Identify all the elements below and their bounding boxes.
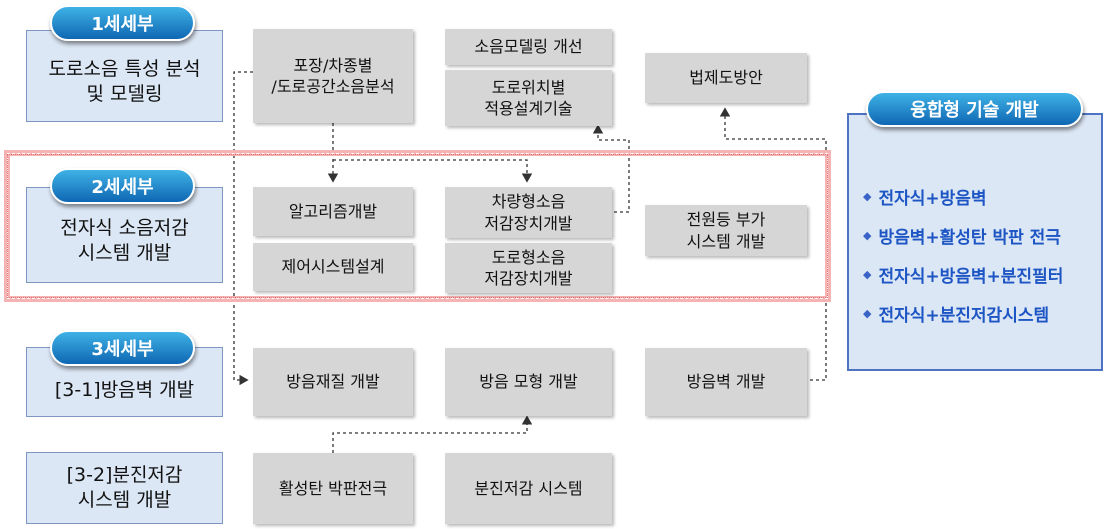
- fusion-tech-panel: ◆ 전자식+방음벽 ◆ 방음벽+활성탄 박판 전극 ◆ 전자식+방음벽+분진필터 ◆ 전…: [847, 113, 1103, 371]
- arrow-vehicle-to-location: [592, 124, 630, 213]
- task-carbon-label: 활성탄 박판전극: [278, 478, 388, 498]
- task-noise-model-label: 소음모델링 개선: [474, 37, 583, 57]
- arrow-pavement-to-vehicle: [333, 159, 533, 183]
- task-vehicle-noise-device: 차량형소음 저감장치개발: [445, 187, 612, 238]
- diamond-bullet-icon: ◆: [863, 307, 872, 320]
- task-dust-label: 분진저감 시스템: [474, 478, 583, 498]
- fusion-list: ◆ 전자식+방음벽 ◆ 방음벽+활성탄 박판 전극 ◆ 전자식+방음벽+분진필터 ◆ 전…: [863, 177, 1063, 333]
- task-road-noise-device: 도로형소음 저감장치개발: [445, 243, 612, 293]
- task-road-device-line2: 저감장치개발: [484, 269, 573, 288]
- task-pavement-line2: /도로공간소음분석: [271, 77, 395, 96]
- subproject2-badge: 2세세부: [50, 168, 195, 204]
- fusion-item: ◆ 전자식+분진저감시스템: [863, 294, 1063, 333]
- task-sound-material: 방음재질 개발: [253, 348, 413, 416]
- arrow-pavement-to-material: [233, 71, 253, 386]
- task-control-label: 제어시스템설계: [281, 257, 385, 277]
- task-pavement-analysis: 포장/차종별 /도로공간소음분석: [253, 29, 413, 123]
- task-dust-system: 분진저감 시스템: [445, 453, 612, 524]
- task-law-label: 법제도방안: [689, 68, 763, 88]
- task-power-system: 전원등 부가 시스템 개발: [645, 205, 807, 256]
- arrow-carbon-to-shape: [332, 415, 533, 453]
- subproject1-title-line2: 및 모델링: [86, 83, 163, 105]
- subproject3-2-box: [3-2]분진저감 시스템 개발: [26, 452, 223, 524]
- subproject2-title-line2: 시스템 개발: [77, 242, 172, 264]
- task-vehicle-line2: 저감장치개발: [484, 213, 573, 233]
- task-material-label: 방음재질 개발: [286, 372, 380, 392]
- arrow-wall-to-law: [719, 107, 827, 381]
- task-algorithm-label: 알고리즘개발: [288, 201, 378, 221]
- task-pavement-line1: 포장/차종별: [293, 55, 373, 75]
- task-law-policy: 법제도방안: [645, 53, 807, 103]
- subproject3-title-line1: [3-1]방음벽 개발: [54, 379, 195, 402]
- subproject1-box: 도로소음 특성 분석 및 모델링: [26, 30, 223, 122]
- fusion-item-label: 전자식+분진저감시스템: [878, 306, 1050, 326]
- fusion-item-label: 전자식+방음벽: [878, 189, 987, 209]
- task-wall-label: 방음벽 개발: [686, 372, 766, 392]
- subproject2-highlight-inner: [7, 154, 828, 298]
- diamond-bullet-icon: ◆: [863, 190, 872, 203]
- fusion-item-label: 전자식+방음벽+분진필터: [878, 267, 1064, 287]
- task-noise-modeling: 소음모델링 개선: [445, 29, 612, 65]
- subproject3-2-title-line2: 시스템 개발: [77, 489, 172, 511]
- task-road-device-line1: 도로형소음: [491, 247, 566, 267]
- task-vehicle-line1: 차량형소음: [491, 192, 566, 212]
- task-sound-wall: 방음벽 개발: [645, 348, 807, 416]
- task-road-location-design: 도로위치별 적용설계기술: [445, 70, 612, 126]
- task-sound-shape: 방음 모형 개발: [445, 348, 612, 416]
- task-algorithm: 알고리즘개발: [253, 187, 413, 236]
- subproject1-badge: 1세세부: [50, 5, 195, 41]
- task-shape-label: 방음 모형 개발: [479, 372, 578, 392]
- task-control-system: 제어시스템설계: [253, 243, 413, 291]
- fusion-item-label: 방음벽+활성탄 박판 전극: [878, 228, 1061, 248]
- subproject2-title-line1: 전자식 소음저감: [60, 216, 189, 239]
- diamond-bullet-icon: ◆: [863, 229, 872, 242]
- task-carbon-electrode: 활성탄 박판전극: [253, 453, 413, 524]
- task-power-line1: 전원등 부가: [686, 210, 766, 230]
- fusion-item: ◆ 전자식+방음벽: [863, 177, 1063, 216]
- task-road-location-line2: 적용설계기술: [484, 99, 573, 118]
- subproject3-badge: 3세세부: [50, 330, 195, 366]
- task-road-location-line1: 도로위치별: [491, 77, 566, 97]
- fusion-item: ◆ 방음벽+활성탄 박판 전극: [863, 216, 1063, 255]
- subproject1-title-line1: 도로소음 특성 분석: [48, 57, 201, 80]
- diamond-bullet-icon: ◆: [863, 268, 872, 281]
- fusion-badge: 융합형 기술 개발: [866, 91, 1083, 127]
- fusion-item: ◆ 전자식+방음벽+분진필터: [863, 255, 1063, 294]
- subproject3-2-title-line1: [3-2]분진저감: [66, 463, 183, 486]
- task-power-line2: 시스템 개발: [686, 231, 766, 251]
